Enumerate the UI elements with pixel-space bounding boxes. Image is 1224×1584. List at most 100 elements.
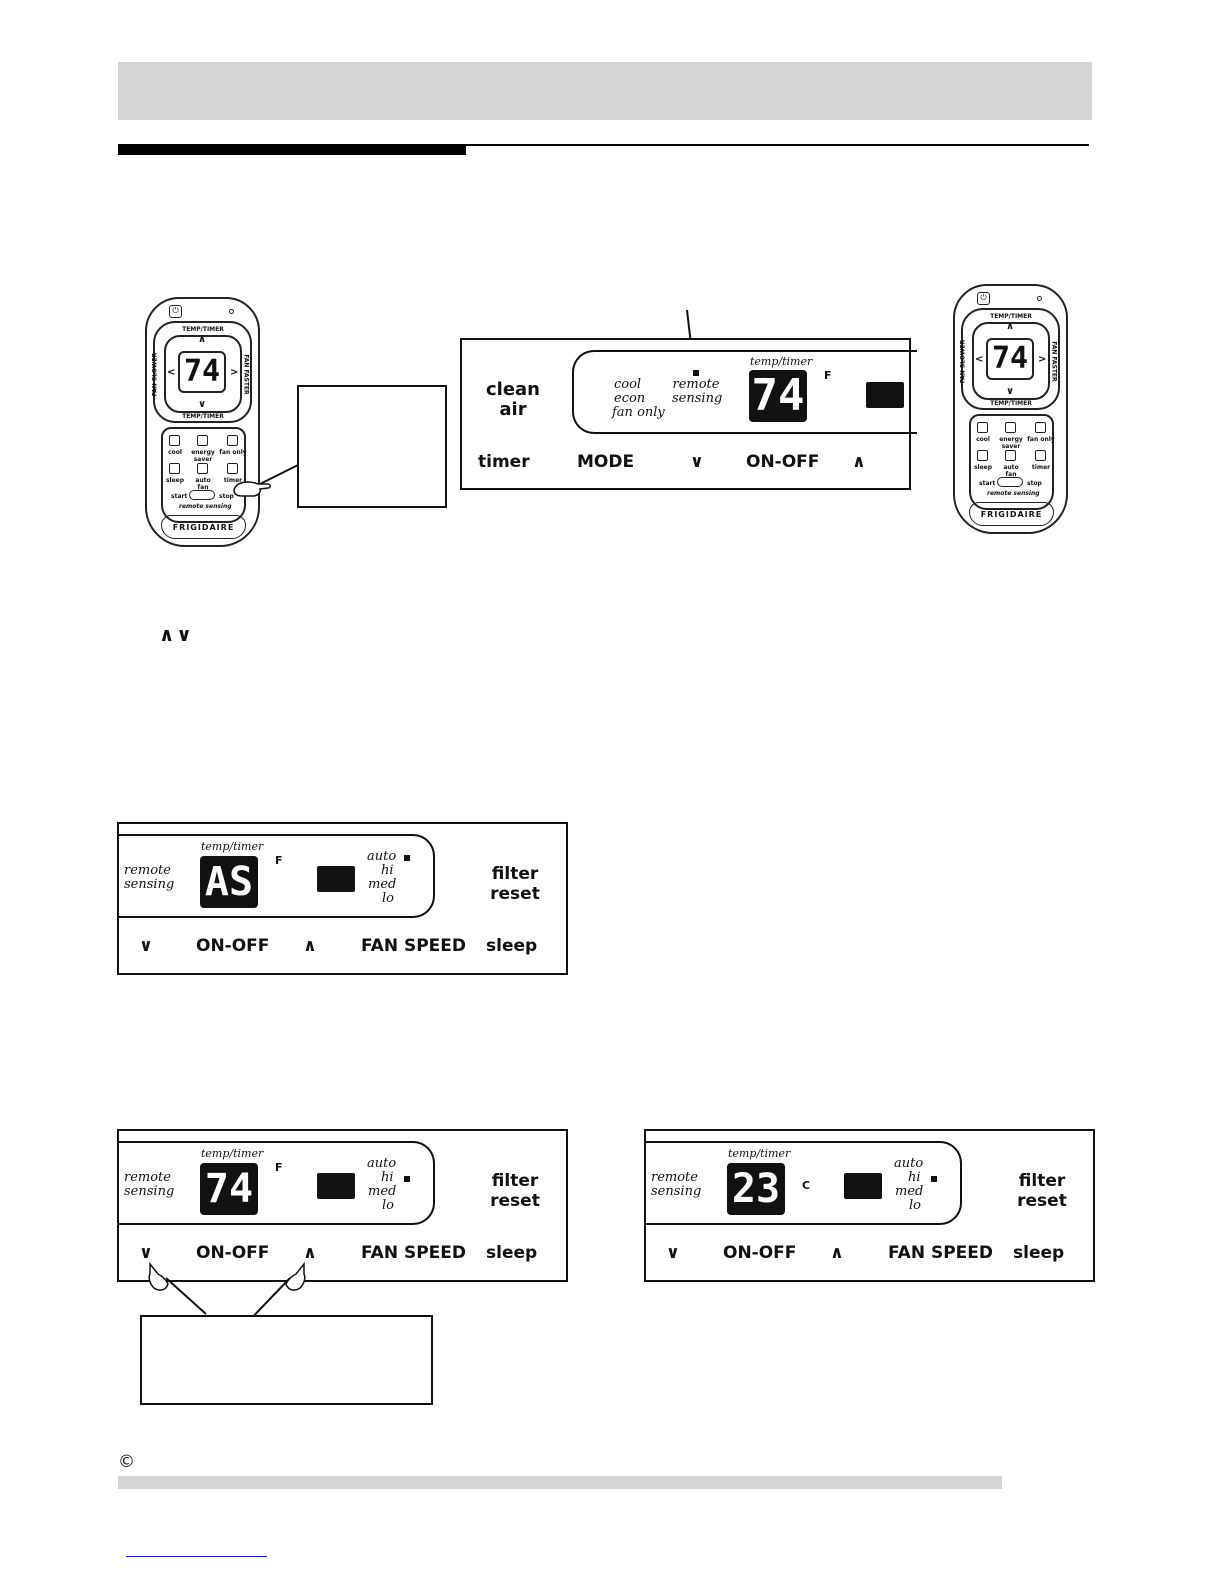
sleep-button[interactable]: sleep bbox=[486, 1243, 538, 1263]
remote-left-arrow[interactable]: < bbox=[975, 354, 984, 365]
brand-plate bbox=[969, 502, 1054, 526]
cool-button[interactable] bbox=[977, 422, 988, 433]
up-button[interactable]: ∧ bbox=[830, 1243, 844, 1263]
control-panel-top: clean air cool econ fan only remote sens… bbox=[460, 338, 917, 490]
unit-label: F bbox=[275, 854, 283, 867]
up-button[interactable]: ∧ bbox=[303, 1243, 317, 1263]
start-label: start bbox=[171, 493, 188, 500]
down-button[interactable]: ∨ bbox=[690, 452, 704, 472]
on-off-button[interactable]: ON-OFF bbox=[723, 1243, 797, 1263]
remote-control-face bbox=[153, 321, 252, 423]
timer-button[interactable]: timer bbox=[478, 452, 530, 472]
remote-sensing-label: remote sensing bbox=[124, 1170, 175, 1199]
remote-dpad[interactable] bbox=[164, 335, 242, 413]
on-off-button[interactable]: ON-OFF bbox=[196, 1243, 270, 1263]
brand-logo: FRIGIDAIRE bbox=[172, 523, 235, 532]
unit-label: F bbox=[275, 1161, 283, 1174]
mode-button[interactable]: MODE bbox=[577, 452, 635, 472]
section-rule-thin bbox=[466, 144, 1089, 146]
fan-lo-label: lo bbox=[382, 891, 394, 906]
remote-lower-body bbox=[161, 427, 246, 523]
remote-right-label: FAN FASTER bbox=[1050, 341, 1058, 382]
down-button[interactable]: ∨ bbox=[139, 1243, 153, 1263]
remote-up-arrow[interactable]: ∧ bbox=[1006, 321, 1015, 332]
fan-speed-button[interactable]: FAN SPEED bbox=[361, 936, 467, 956]
sleep-button[interactable] bbox=[169, 463, 180, 474]
panel-display-window bbox=[117, 834, 435, 918]
remote-sensing-label: remote sensing bbox=[672, 377, 723, 406]
remote-sensing-button[interactable] bbox=[997, 477, 1023, 487]
fan-hi-indicator bbox=[931, 1176, 937, 1182]
timer-button[interactable] bbox=[1035, 450, 1046, 461]
fan-only-button[interactable] bbox=[227, 435, 238, 446]
remote-lower-body bbox=[969, 414, 1054, 510]
remote-control-right: ⏻ TEMP/TIMER TEMP/TIMER ∧ ∨ < > 74 FAN S… bbox=[953, 284, 1068, 534]
temp-timer-label: temp/timer bbox=[728, 1147, 791, 1160]
panel-indicator-block bbox=[317, 866, 355, 892]
down-button[interactable]: ∨ bbox=[139, 936, 153, 956]
temp-timer-label: temp/timer bbox=[201, 840, 264, 853]
pointing-hand-icon-right bbox=[285, 1261, 306, 1291]
remote-up-arrow[interactable]: ∧ bbox=[198, 334, 207, 345]
fan-only-button[interactable] bbox=[1035, 422, 1046, 433]
temp-display: 74 bbox=[200, 1163, 258, 1215]
temp-display: AS bbox=[200, 856, 258, 908]
copyright-symbol: © bbox=[118, 1452, 135, 1472]
up-down-arrows-text: ∧∨ bbox=[159, 624, 194, 646]
remote-left-label: FAN SLOWER bbox=[151, 352, 159, 397]
temp-display: 23 bbox=[727, 1163, 785, 1215]
footer-link-underline[interactable] bbox=[126, 1556, 267, 1557]
filter-reset-button[interactable]: filter reset bbox=[490, 864, 540, 904]
filter-reset-button[interactable]: filter reset bbox=[1017, 1171, 1067, 1211]
remote-down-arrow[interactable]: ∨ bbox=[198, 399, 207, 410]
filter-reset-button[interactable]: filter reset bbox=[490, 1171, 540, 1211]
on-off-button[interactable]: ON-OFF bbox=[746, 452, 820, 472]
power-icon[interactable]: ⏻ bbox=[169, 305, 182, 318]
timer-label: timer bbox=[223, 477, 243, 484]
sleep-button[interactable] bbox=[977, 450, 988, 461]
up-button[interactable]: ∧ bbox=[852, 452, 866, 472]
remote-down-arrow[interactable]: ∨ bbox=[1006, 386, 1015, 397]
remote-dpad[interactable] bbox=[972, 322, 1050, 400]
fan-speed-button[interactable]: FAN SPEED bbox=[361, 1243, 467, 1263]
mode-fan-only-label: fan only bbox=[612, 405, 665, 420]
up-button[interactable]: ∧ bbox=[303, 936, 317, 956]
section-rule-thick bbox=[118, 144, 466, 155]
down-button[interactable]: ∨ bbox=[666, 1243, 680, 1263]
auto-fan-button[interactable] bbox=[197, 463, 208, 474]
sleep-button[interactable]: sleep bbox=[486, 936, 538, 956]
remote-bottom-label: TEMP/TIMER bbox=[182, 413, 224, 420]
auto-fan-button[interactable] bbox=[1005, 450, 1016, 461]
remote-right-arrow[interactable]: > bbox=[230, 367, 239, 378]
remote-right-arrow[interactable]: > bbox=[1038, 354, 1047, 365]
control-panel-23: remote sensing temp/timer 23 C auto hi m… bbox=[644, 1129, 1095, 1282]
timer-button[interactable] bbox=[227, 463, 238, 474]
stop-label: stop bbox=[219, 493, 234, 500]
energy-saver-button[interactable] bbox=[197, 435, 208, 446]
remote-sensing-button[interactable] bbox=[189, 490, 215, 500]
clean-air-label[interactable]: clean air bbox=[485, 379, 540, 420]
callout-box-remote bbox=[297, 385, 447, 508]
fan-speed-button[interactable]: FAN SPEED bbox=[888, 1243, 994, 1263]
sleep-button[interactable]: sleep bbox=[1013, 1243, 1065, 1263]
remote-left-arrow[interactable]: < bbox=[167, 367, 176, 378]
cool-label: cool bbox=[168, 449, 182, 456]
fan-lo-label: lo bbox=[382, 1198, 394, 1213]
panel-display-window bbox=[117, 1141, 435, 1225]
fan-hi-label: hi bbox=[381, 863, 394, 878]
remote-sensing-label: remote sensing bbox=[179, 503, 232, 510]
fan-only-label: fan only bbox=[1027, 436, 1055, 443]
control-panel-74: remote sensing temp/timer 74 F auto hi m… bbox=[117, 1129, 568, 1282]
power-icon[interactable]: ⏻ bbox=[977, 292, 990, 305]
cool-button[interactable] bbox=[169, 435, 180, 446]
energy-saver-button[interactable] bbox=[1005, 422, 1016, 433]
on-off-button[interactable]: ON-OFF bbox=[196, 936, 270, 956]
remote-screen: 74 bbox=[178, 351, 226, 393]
sleep-label: sleep bbox=[165, 477, 185, 484]
pointing-hand-icon-left bbox=[148, 1261, 169, 1291]
remote-top-label: TEMP/TIMER bbox=[990, 313, 1032, 320]
unit-label: F bbox=[824, 369, 832, 382]
fan-hi-indicator bbox=[404, 1176, 410, 1182]
remote-sensing-label: remote sensing bbox=[124, 863, 175, 892]
fan-med-label: med bbox=[368, 877, 397, 892]
